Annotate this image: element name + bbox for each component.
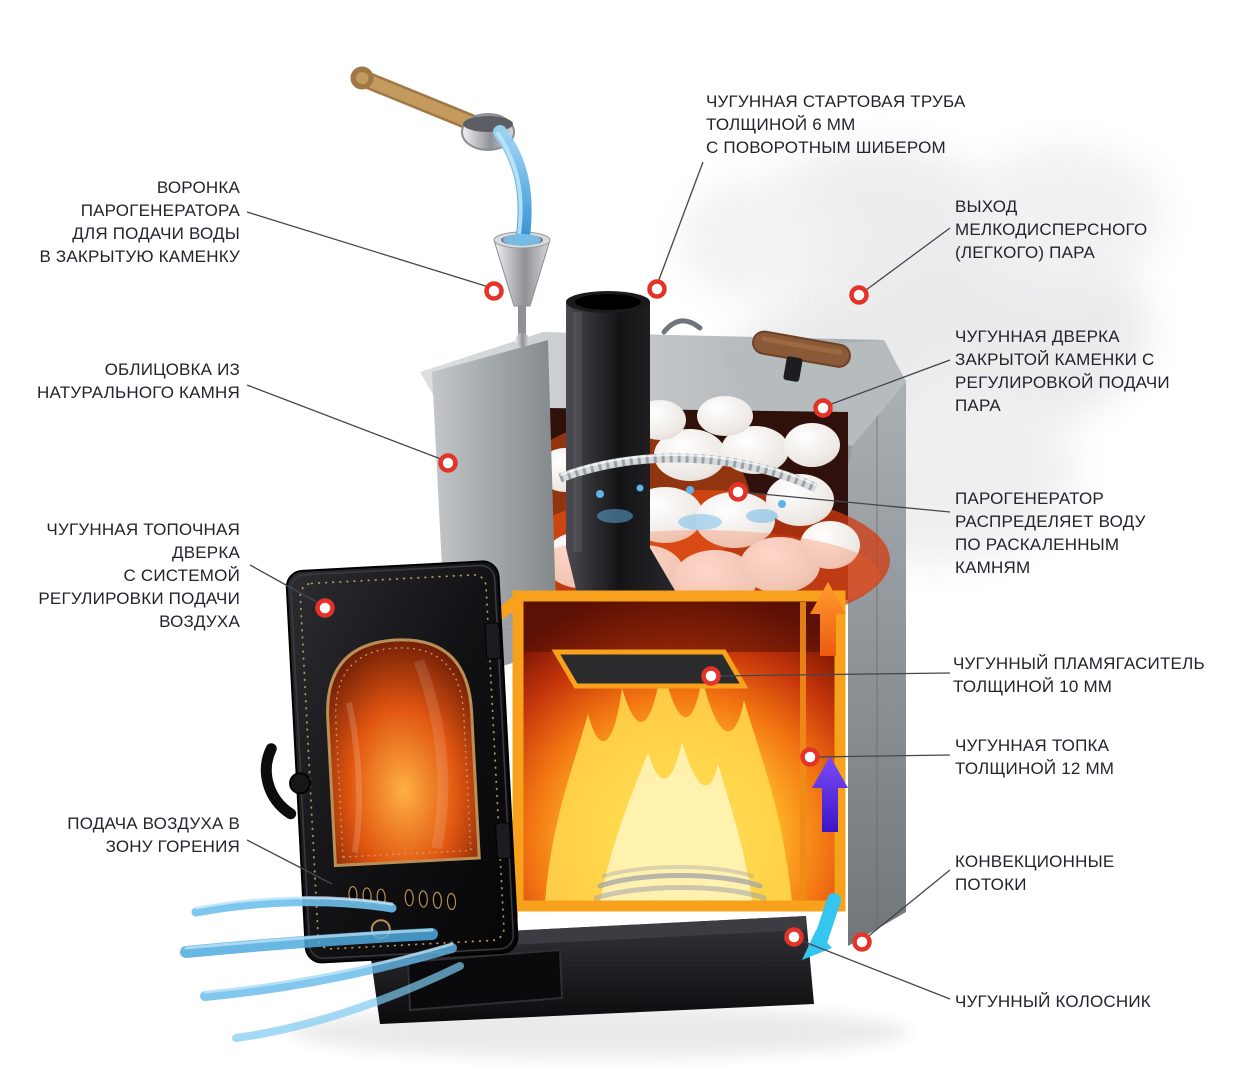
label-steam-door: ЧУГУННАЯ ДВЕРКА ЗАКРЫТОЙ КАМЕНКИ С РЕГУЛ…	[955, 327, 1170, 415]
damper-handle	[661, 318, 703, 335]
convection-arrow-purple	[812, 756, 848, 832]
label-chimney: ЧУГУННАЯ СТАРТОВАЯ ТРУБА ТОЛЩИНОЙ 6 ММ С…	[706, 92, 966, 157]
label-convection: КОНВЕКЦИОННЫЕ ПОТОКИ	[955, 852, 1115, 894]
label-funnel: ВОРОНКА ПАРОГЕНЕРАТОРА ДЛЯ ПОДАЧИ ВОДЫ В…	[39, 178, 240, 266]
label-flame-arrestor: ЧУГУННЫЙ ПЛАМЯГАСИТЕЛЬ ТОЛЩИНОЙ 10 ММ	[953, 654, 1205, 696]
label-firebox-door: ЧУГУННАЯ ТОПОЧНАЯ ДВЕРКА С СИСТЕМОЙ РЕГУ…	[38, 520, 240, 631]
door-hinges	[484, 622, 512, 860]
door-window	[326, 638, 481, 868]
door-handle	[260, 743, 312, 820]
firebox-cutaway	[490, 590, 846, 936]
label-firebox: ЧУГУННАЯ ТОПКА ТОЛЩИНОЙ 12 ММ	[955, 736, 1115, 778]
grate-bars	[593, 865, 767, 901]
stone-side-wall	[848, 380, 906, 946]
steam-door-handle	[752, 330, 851, 382]
flame-arrestor-plate	[551, 649, 749, 689]
label-steam-outlet: ВЫХОД МЕЛКОДИСПЕРСНОГО (ЛЕГКОГО) ПАРА	[955, 197, 1148, 262]
firebox-orange-frame	[512, 590, 846, 912]
chimney-pipe	[566, 291, 684, 606]
glass-reflection	[345, 701, 362, 854]
flame-core	[600, 742, 752, 902]
water-funnel	[493, 231, 551, 347]
air-streams	[180, 896, 464, 1042]
label-grate: ЧУГУННЫЙ КОЛОСНИК	[955, 992, 1151, 1011]
water-stream	[493, 125, 532, 243]
convection-arrow-orange	[810, 582, 846, 656]
label-air-supply: ПОДАЧА ВОЗДУХА В ЗОНУ ГОРЕНИЯ	[67, 814, 240, 856]
label-cladding: ОБЛИЦОВКА ИЗ НАТУРАЛЬНОГО КАМНЯ	[37, 360, 240, 402]
label-steam-generator: ПАРОГЕНЕРАТОР РАСПРЕДЕЛЯЕТ ВОДУ ПО РАСКА…	[955, 489, 1146, 577]
water-ladle	[350, 66, 541, 246]
